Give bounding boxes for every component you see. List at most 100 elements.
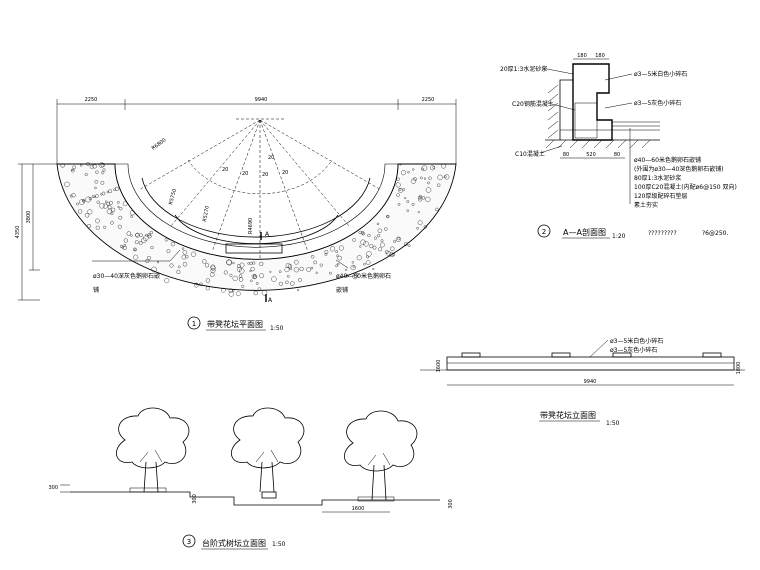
pebble: [80, 164, 83, 167]
pebble: [298, 278, 302, 282]
pebble: [102, 203, 108, 209]
pebble: [147, 234, 152, 239]
pebble: [149, 231, 153, 235]
terrace-scale: 1:50: [272, 541, 286, 548]
plan-title-num: 1: [192, 320, 196, 328]
bench-cap: [461, 352, 481, 358]
pebble: [278, 281, 283, 286]
pebble: [95, 225, 100, 230]
pebble: [352, 265, 355, 268]
pebble: [170, 242, 175, 247]
bench-cap: [702, 352, 722, 358]
pebble: [358, 230, 362, 234]
pebble: [441, 163, 446, 169]
pebble: [337, 255, 342, 261]
pebble: [310, 266, 313, 270]
hatch-line: [547, 93, 559, 103]
pebble: [103, 225, 107, 229]
section-scale: 1:20: [612, 233, 626, 240]
pebble: [236, 291, 241, 296]
pebble: [223, 270, 228, 275]
angle-label: 20: [242, 171, 248, 177]
pebble: [352, 274, 358, 280]
pebble: [232, 275, 238, 281]
pebble: [228, 288, 233, 293]
pebble: [407, 171, 410, 174]
pebble: [95, 218, 100, 224]
section-note-2: ø3—5灰色小碎石: [634, 99, 681, 107]
pebble: [133, 254, 139, 260]
pebble: [93, 195, 96, 198]
plan-dim-left-1: 4350: [15, 226, 21, 239]
pebble: [398, 188, 403, 193]
pebble: [290, 281, 295, 286]
pebble: [396, 177, 400, 181]
pebble: [329, 246, 336, 252]
pebble: [351, 261, 354, 264]
pebble-texture: [60, 162, 450, 297]
hatch-line: [545, 139, 555, 149]
pebble: [86, 162, 90, 166]
pebble: [412, 168, 415, 171]
pebble: [406, 209, 409, 212]
pebble: [425, 187, 432, 193]
section-marker-a: A: [265, 231, 270, 238]
hatch-line: [547, 84, 559, 94]
pebble: [397, 237, 401, 241]
section-label-c20: C20钢筋混凝土: [512, 100, 554, 108]
seat-back-profile: [559, 64, 574, 140]
pebble: [377, 234, 381, 238]
pebble: [297, 289, 300, 292]
pebble: [239, 268, 245, 274]
pebble: [369, 244, 374, 249]
pebble: [257, 287, 262, 291]
angle-label: 20: [222, 167, 228, 173]
angle-arc: [187, 159, 333, 195]
pebble: [71, 169, 74, 171]
seat-profile: [572, 63, 613, 141]
pebble: [119, 244, 123, 248]
pebble: [82, 199, 86, 203]
pebble: [335, 250, 339, 253]
plan-scale: 1:50: [270, 325, 284, 332]
pebble: [356, 273, 359, 276]
terrace-dim-mid: 300: [192, 494, 198, 504]
pebble: [337, 262, 340, 266]
pebble: [432, 166, 436, 169]
pebble: [232, 289, 235, 292]
pebble: [145, 233, 148, 237]
leader-c10: [539, 145, 563, 154]
pebble: [411, 203, 415, 206]
pebble: [444, 174, 450, 180]
pebble: [110, 221, 114, 225]
pebble: [406, 200, 410, 203]
elev-leader-1: [589, 339, 609, 358]
pebble: [156, 261, 160, 264]
pebble: [92, 164, 97, 169]
pebble: [71, 193, 76, 198]
pebble: [194, 282, 199, 288]
plan-view: 2250 9940 2250 4350 3800 R6800 R5750 R52…: [15, 97, 457, 332]
pebble: [88, 197, 92, 201]
leader-left: [169, 249, 181, 262]
seat-arc: [141, 177, 371, 238]
plan-note-right-2: 嵌铺: [336, 286, 348, 294]
pebble: [338, 245, 344, 251]
leader-note-2: [604, 102, 633, 109]
layer-note-4: 100厚C20混凝土(内配ø6@150 双向): [634, 183, 737, 191]
pebble: [205, 278, 211, 283]
pebble: [239, 262, 245, 268]
pebble: [359, 245, 362, 248]
hatch-line: [581, 139, 591, 149]
pebble: [229, 273, 233, 277]
layer-note-2: (外围为ø30—40深色鹅卵石嵌铺): [634, 165, 724, 173]
pebble: [109, 200, 113, 205]
pebble: [182, 247, 185, 250]
pebble: [199, 282, 203, 287]
pebble: [299, 266, 304, 271]
pebble: [101, 171, 105, 175]
pebble: [404, 242, 409, 247]
elev-note-1: ø3—5米白色小碎石: [610, 337, 663, 345]
pebble: [396, 193, 400, 197]
